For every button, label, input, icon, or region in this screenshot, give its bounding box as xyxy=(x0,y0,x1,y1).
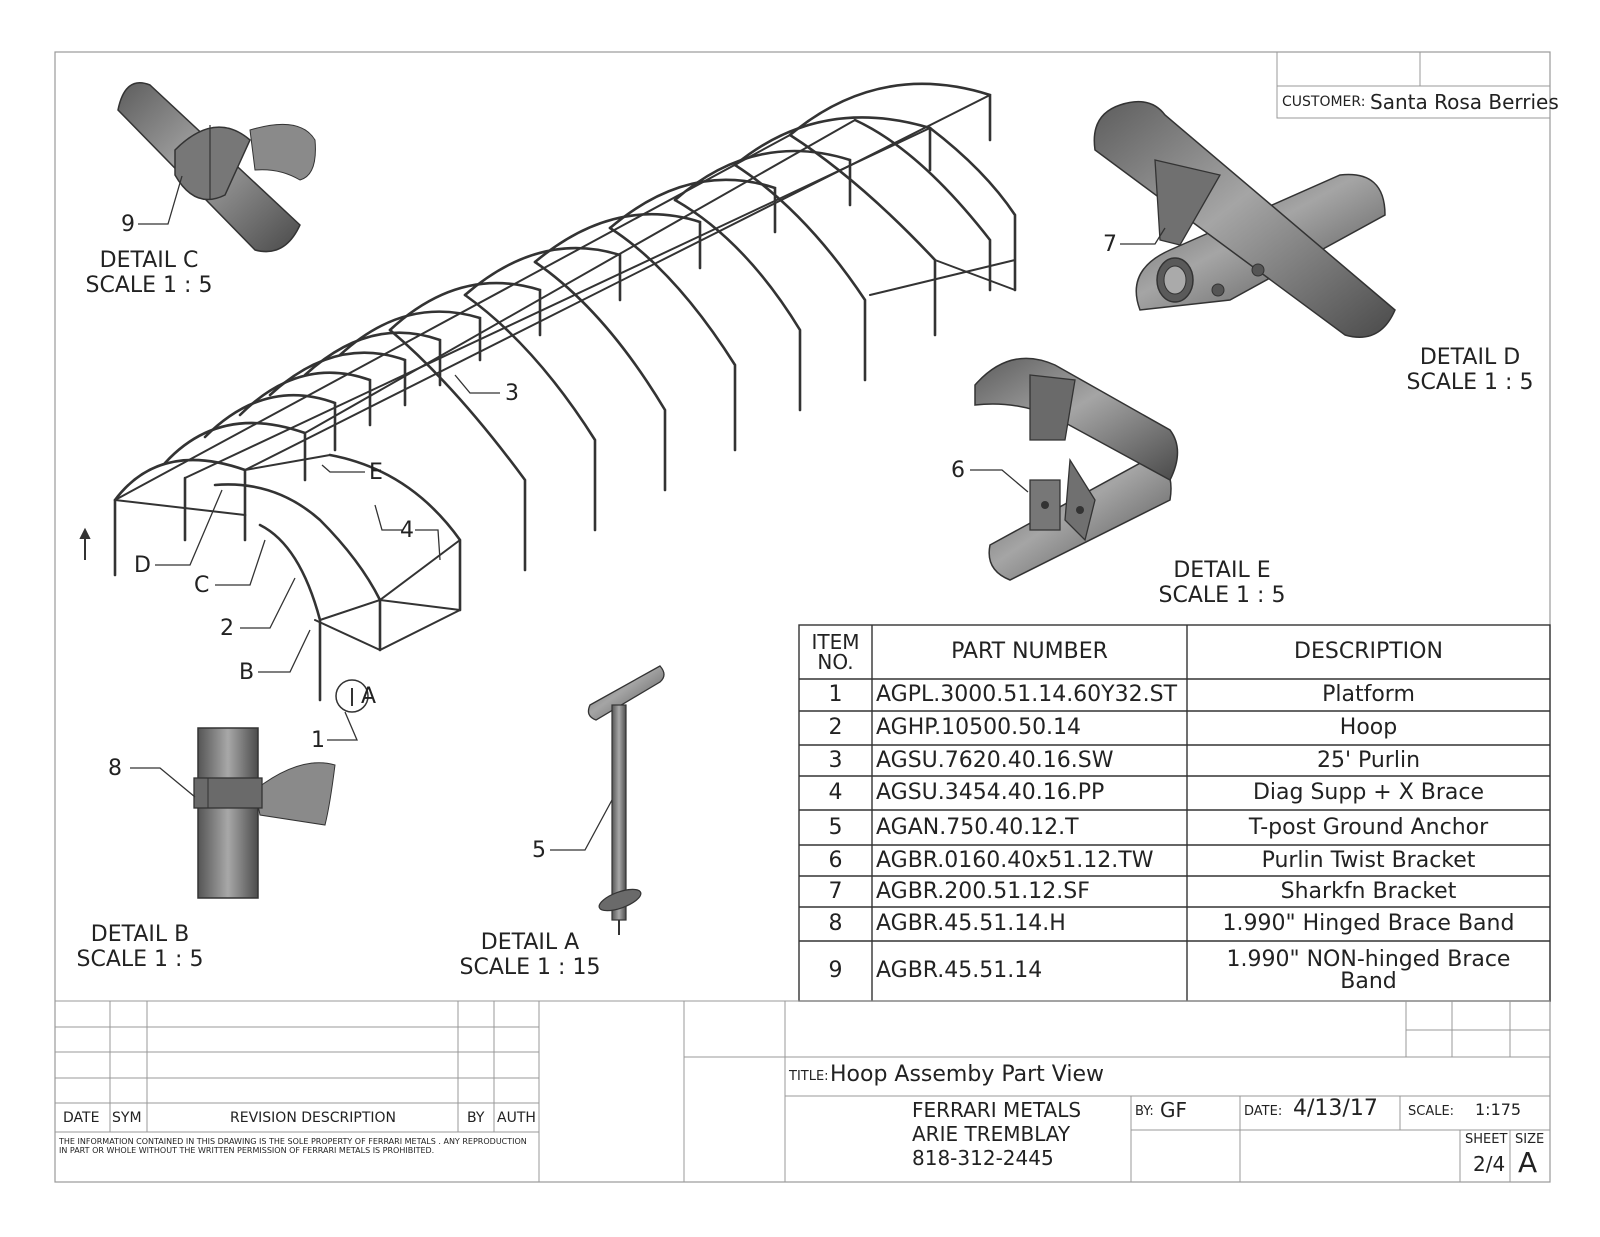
bom-item: 8 xyxy=(828,911,843,936)
callout-5: 5 xyxy=(532,838,546,863)
bom-item: 7 xyxy=(828,878,843,904)
rev-header-date: DATE xyxy=(63,1110,100,1126)
bom-part: AGBR.200.51.12.SF xyxy=(876,878,1090,904)
sheet-number: 2/4 xyxy=(1473,1152,1506,1176)
bom-desc: 1.990" NON-hinged Brace Band xyxy=(1226,947,1511,994)
customer-name: Santa Rosa Berries xyxy=(1370,90,1559,114)
bom-desc: 1.990" Hinged Brace Band xyxy=(1222,911,1515,936)
bom-desc: Diag Supp + X Brace xyxy=(1252,780,1485,805)
callout-a: A xyxy=(361,684,377,709)
detail-d-title: DETAIL D SCALE 1 : 5 xyxy=(1400,345,1540,395)
bom-part: AGBR.45.51.14.H xyxy=(876,911,1066,936)
bom-item: 4 xyxy=(828,780,843,805)
sheet-border xyxy=(54,51,1551,1183)
company-contact: ARIE TREMBLAY xyxy=(912,1122,1071,1146)
hoop-frame-assembly xyxy=(113,82,1017,702)
company-phone: 818-312-2445 xyxy=(912,1146,1054,1170)
detail-a-name: DETAIL A xyxy=(480,930,580,955)
bom-item: 1 xyxy=(828,682,843,707)
scale-label: SCALE: xyxy=(1408,1104,1455,1119)
detail-b-name: DETAIL B xyxy=(90,922,190,947)
bom-desc: Hoop xyxy=(1339,715,1398,740)
callout-1: 1 xyxy=(311,728,325,753)
bom-part: AGBR.45.51.14 xyxy=(876,958,1043,983)
drawn-by: GF xyxy=(1160,1098,1188,1122)
title-label: TITLE: xyxy=(789,1069,829,1084)
detail-e-image xyxy=(974,357,1179,581)
customer-box xyxy=(1276,51,1551,119)
bom-table-grid xyxy=(798,624,1551,1002)
detail-a-marker xyxy=(335,679,369,713)
detail-d-scale: SCALE 1 : 5 xyxy=(1406,370,1534,395)
callout-e: E xyxy=(369,460,383,485)
callout-6: 6 xyxy=(951,458,965,483)
bom-desc: T-post Ground Anchor xyxy=(1248,814,1489,840)
bom-part: AGSU.7620.40.16.SW xyxy=(876,747,1114,773)
detail-a-scale: SCALE 1 : 15 xyxy=(459,955,601,980)
bom-part: AGAN.750.40.12.T xyxy=(876,814,1079,840)
title-block-grid xyxy=(55,1000,1550,1182)
by-label: BY: xyxy=(1135,1104,1154,1119)
detail-c-scale: SCALE 1 : 5 xyxy=(85,273,213,298)
bom-desc: Platform xyxy=(1322,682,1415,707)
date-label: DATE: xyxy=(1244,1104,1283,1119)
rev-header-sym: SYM xyxy=(112,1110,142,1126)
detail-a-title: DETAIL A SCALE 1 : 15 xyxy=(455,930,605,980)
bom-part: AGPL.3000.51.14.60Y32.ST xyxy=(876,682,1178,707)
bom-item: 6 xyxy=(828,847,843,873)
company-name: FERRARI METALS xyxy=(912,1098,1082,1122)
callout-3: 3 xyxy=(505,381,519,406)
bom-item: 3 xyxy=(828,747,843,773)
detail-b-image xyxy=(193,727,336,899)
direction-arrow xyxy=(79,527,91,560)
detail-d-name: DETAIL D xyxy=(1419,345,1521,370)
detail-c-image xyxy=(117,82,316,253)
proprietary-notice: THE INFORMATION CONTAINED IN THIS DRAWIN… xyxy=(59,1137,527,1155)
bom-part: AGSU.3454.40.16.PP xyxy=(876,780,1105,805)
callout-2: 2 xyxy=(220,616,234,641)
detail-e-scale: SCALE 1 : 5 xyxy=(1158,583,1286,608)
bom-header-desc: DESCRIPTION xyxy=(1294,639,1443,664)
callout-4: 4 xyxy=(400,518,414,543)
detail-b-title: DETAIL B SCALE 1 : 5 xyxy=(70,922,210,972)
rev-header-desc: REVISION DESCRIPTION xyxy=(230,1110,396,1126)
bom-item: 2 xyxy=(828,715,843,740)
customer-label: CUSTOMER: xyxy=(1282,94,1366,110)
callout-7: 7 xyxy=(1103,232,1117,257)
rev-header-auth: AUTH xyxy=(497,1110,536,1126)
bom-desc: Purlin Twist Bracket xyxy=(1261,847,1476,873)
bom-header-part: PART NUMBER xyxy=(951,639,1108,664)
bom-part: AGHP.10500.50.14 xyxy=(876,715,1082,740)
detail-b-scale: SCALE 1 : 5 xyxy=(76,947,204,972)
bom-desc: 25' Purlin xyxy=(1316,747,1421,773)
callout-d: D xyxy=(134,553,151,578)
rev-header-by: BY xyxy=(467,1110,485,1126)
bom-item: 5 xyxy=(828,814,843,840)
callout-8: 8 xyxy=(108,756,122,781)
detail-e-title: DETAIL E SCALE 1 : 5 xyxy=(1152,558,1292,608)
callout-b: B xyxy=(239,660,255,685)
drawing-title: Hoop Assemby Part View xyxy=(830,1062,1104,1087)
drawing-date: 4/13/17 xyxy=(1293,1096,1378,1121)
detail-c-title: DETAIL C SCALE 1 : 5 xyxy=(84,248,214,298)
detail-e-name: DETAIL E xyxy=(1173,558,1271,583)
bom-item: 9 xyxy=(828,958,843,983)
bom-desc: Sharkfn Bracket xyxy=(1280,878,1457,904)
detail-a-image xyxy=(587,665,665,935)
detail-d-image xyxy=(1093,100,1396,338)
sheet-size: A xyxy=(1518,1146,1538,1179)
callout-c: C xyxy=(194,573,210,598)
bom-part: AGBR.0160.40x51.12.TW xyxy=(876,847,1154,873)
company-info: FERRARI METALS ARIE TREMBLAY 818-312-244… xyxy=(912,1098,1081,1170)
size-label: SIZE xyxy=(1515,1132,1545,1147)
leader-lines xyxy=(130,175,1166,851)
bom-header-item: ITEM NO. xyxy=(811,630,860,674)
drawing-scale: 1:175 xyxy=(1475,1100,1522,1119)
detail-c-name: DETAIL C xyxy=(99,248,199,273)
sheet-label: SHEET xyxy=(1465,1132,1508,1147)
callout-9: 9 xyxy=(121,212,135,237)
